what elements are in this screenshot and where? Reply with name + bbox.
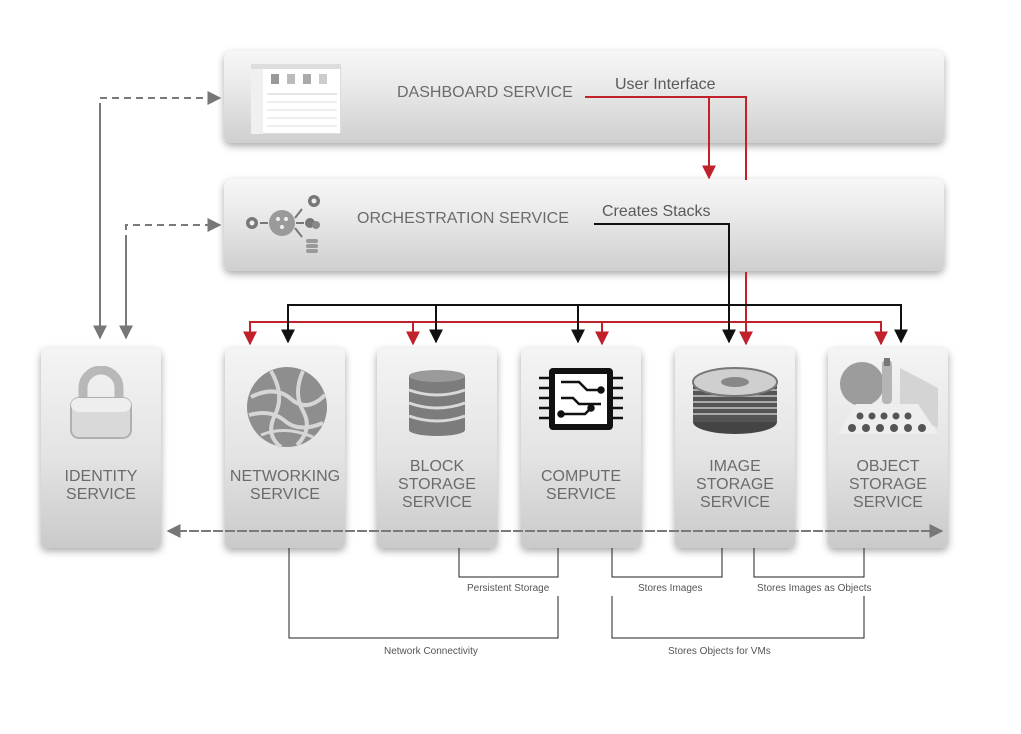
lock-icon [69, 365, 133, 440]
black-flow-lines [281, 223, 908, 344]
network-connectivity-label: Network Connectivity [384, 646, 478, 657]
object-storage-service-label: OBJECT STORAGE SERVICE [849, 458, 927, 511]
block-storage-service-label: BLOCK STORAGE SERVICE [398, 458, 476, 511]
networking-service-label: NETWORKING SERVICE [229, 468, 341, 503]
stores-images-as-objects-bracket [753, 548, 865, 578]
block-storage-service-box: BLOCK STORAGE SERVICE [377, 348, 497, 548]
object-storage-icon [838, 358, 938, 434]
red-flow-lines [243, 96, 888, 346]
image-storage-service-label: IMAGE STORAGE SERVICE [696, 458, 774, 511]
cpu-chip-icon [539, 364, 623, 434]
stores-images-bracket [611, 548, 723, 578]
dashboard-screenshot-icon [250, 63, 342, 135]
identity-dashed-links [93, 91, 944, 538]
image-storage-service-box: IMAGE STORAGE SERVICE [675, 348, 795, 548]
stacks-to-networking [281, 304, 729, 344]
stores-images-label: Stores Images [638, 583, 703, 594]
identity-service-box: IDENTITY SERVICE [41, 348, 161, 548]
stores-images-as-objects-label: Stores Images as Objects [757, 583, 872, 594]
identity-dashboard-link [99, 91, 222, 338]
compute-service-label: COMPUTE SERVICE [541, 468, 621, 503]
orchestration-gears-icon [242, 193, 332, 259]
identity-orchestration-link [125, 218, 222, 338]
stacks-to-image-storage [594, 223, 736, 344]
ui-to-object-storage [746, 321, 888, 346]
ui-to-services-upper [709, 96, 747, 180]
stores-objects-for-vms-bracket [611, 596, 865, 639]
networking-service-box: NETWORKING SERVICE [225, 348, 345, 548]
relationship-brackets [288, 548, 865, 639]
database-stack-icon [407, 370, 467, 436]
user-interface-label: User Interface [615, 76, 716, 93]
network-connectivity-bracket [288, 548, 559, 639]
dashboard-service-title: DASHBOARD SERVICE [397, 84, 573, 101]
stacks-to-object-storage [729, 304, 908, 344]
ui-to-orchestration [585, 96, 716, 180]
identity-service-label: IDENTITY SERVICE [64, 468, 138, 503]
ui-to-networking [243, 321, 746, 346]
orchestration-service-title: ORCHESTRATION SERVICE [357, 210, 569, 227]
image-disk-icon [689, 364, 781, 436]
persistent-storage-bracket [458, 548, 559, 578]
stores-objects-for-vms-label: Stores Objects for VMs [668, 646, 771, 657]
globe-network-icon [245, 365, 329, 449]
dashboard-panel: DASHBOARD SERVICE User Interface [224, 51, 944, 143]
object-storage-service-box: OBJECT STORAGE SERVICE [828, 348, 948, 548]
persistent-storage-label: Persistent Storage [467, 583, 550, 594]
creates-stacks-label: Creates Stacks [602, 203, 711, 220]
orchestration-panel: ORCHESTRATION SERVICE Creates Stacks [224, 179, 944, 271]
compute-service-box: COMPUTE SERVICE [521, 348, 641, 548]
